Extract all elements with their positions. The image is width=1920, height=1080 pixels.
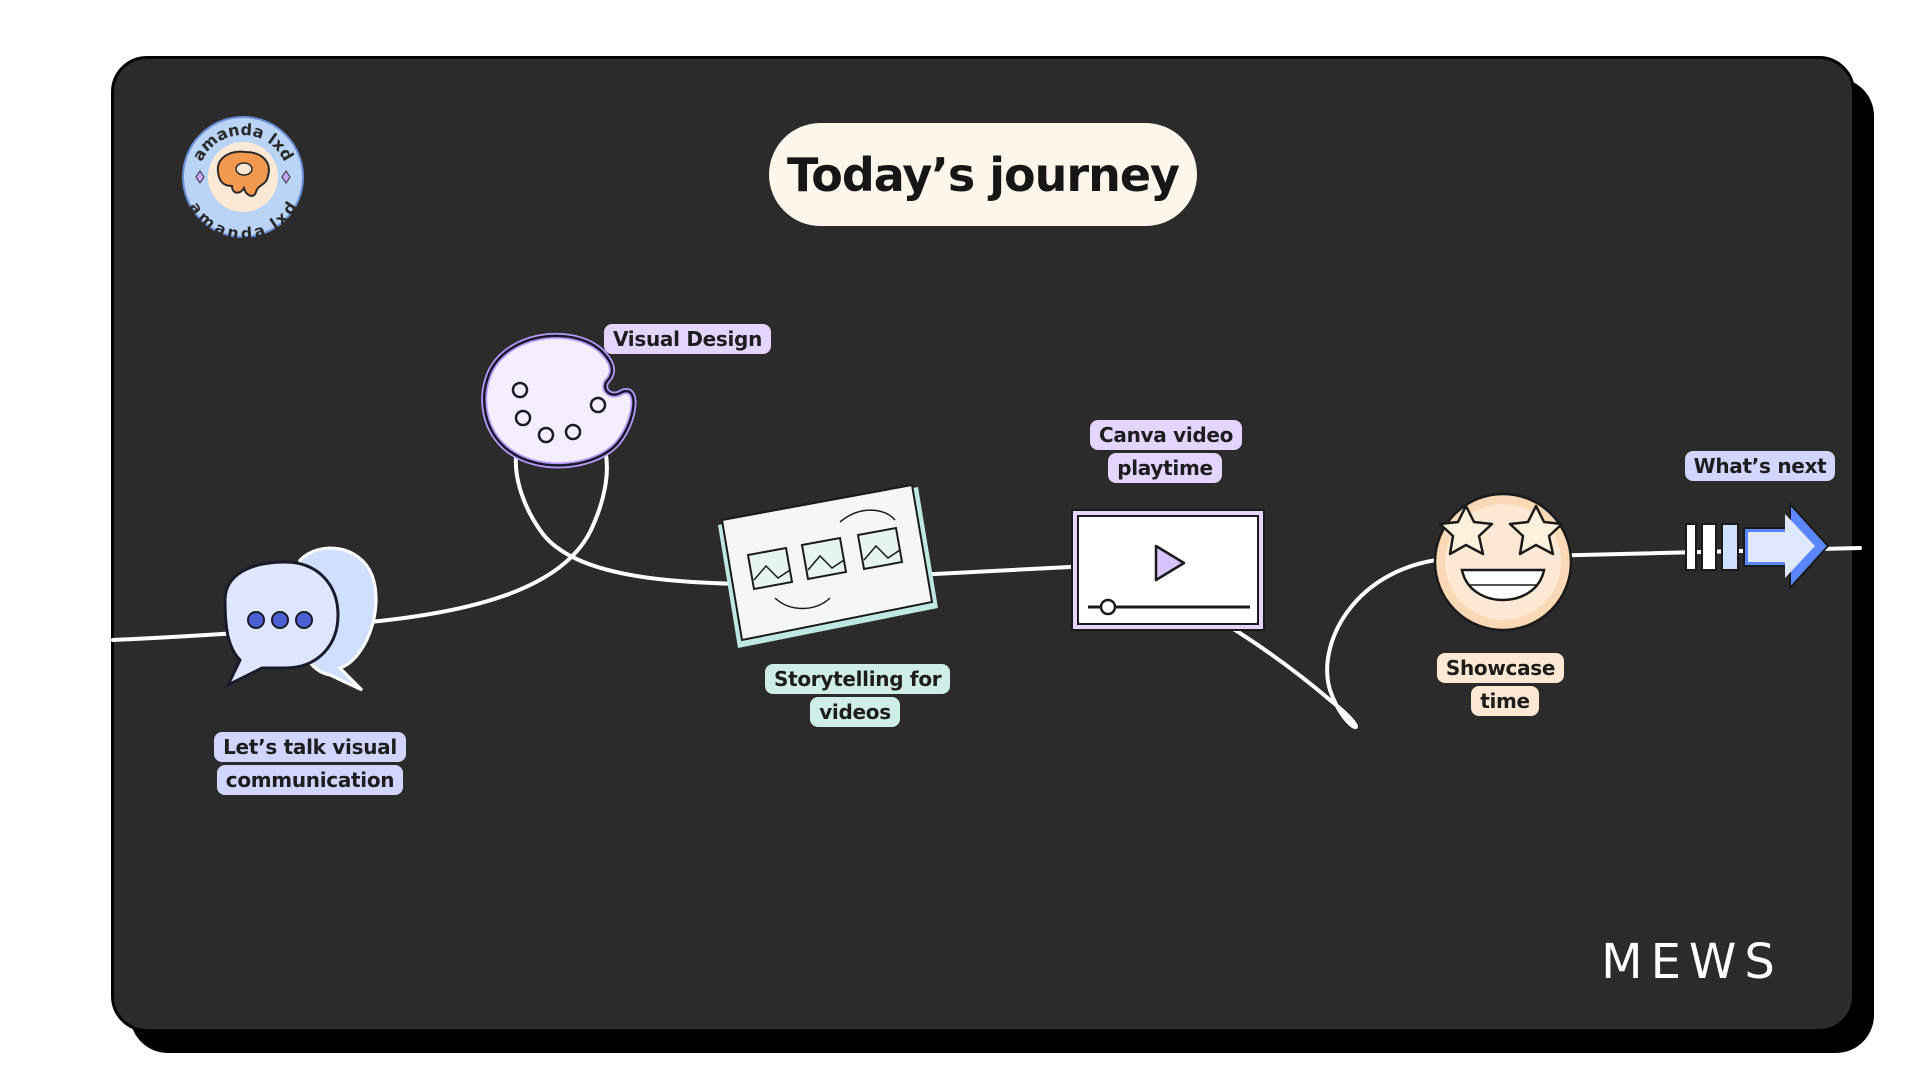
stop-label-text: Canva video playtime [1090, 420, 1243, 483]
video-player-icon [1071, 509, 1265, 631]
stop-label-text: What’s next [1684, 451, 1836, 481]
stop-label-text: Showcase time [1436, 653, 1565, 716]
stop-label-talk: Let’s talk visual communication [210, 731, 410, 797]
brand-wordmark: MEWS [1601, 934, 1783, 990]
mews-logo: MEWS [1601, 934, 1783, 990]
stop-label-next: What’s next [1680, 450, 1840, 483]
stop-label-design: Visual Design [600, 323, 775, 356]
page-title: Today’s journey [769, 123, 1197, 226]
stop-label-text: Visual Design [603, 324, 772, 354]
stop-label-text: Let’s talk visual communication [214, 732, 406, 795]
stop-label-story: Storytelling for videos [765, 663, 951, 729]
star-eyes-emoji-icon [1433, 492, 1573, 632]
speech-bubbles-icon [223, 546, 378, 692]
paint-palette-icon [481, 333, 637, 469]
arrow-right-icon [1685, 503, 1829, 589]
storyboard-icon [718, 483, 938, 648]
amanda-lxd-badge-logo: amanda lxd amanda lxd [182, 116, 304, 243]
journey-path [111, 412, 1862, 730]
stop-label-canva: Canva video playtime [1090, 419, 1243, 485]
stop-label-text: Storytelling for videos [765, 664, 951, 727]
stop-label-showcase: Showcase time [1415, 652, 1595, 718]
